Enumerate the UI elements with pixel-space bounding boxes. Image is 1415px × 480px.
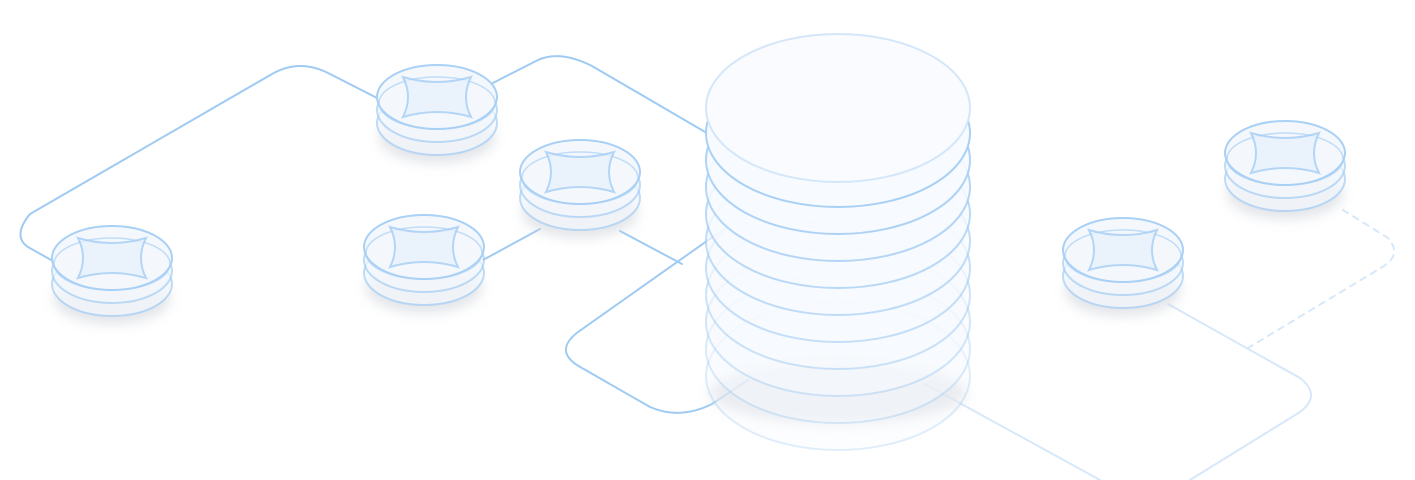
database-stack-icon bbox=[1224, 120, 1346, 219]
cylinder-top bbox=[705, 33, 971, 183]
disk-inner-rim bbox=[378, 76, 496, 130]
connector-line bbox=[565, 211, 749, 414]
disk-inner-rim bbox=[365, 226, 483, 280]
sparkle-icon bbox=[401, 75, 473, 119]
sparkle-icon bbox=[76, 236, 148, 280]
sparkle-icon bbox=[1087, 228, 1159, 272]
sparkle-icon bbox=[544, 150, 616, 194]
connector-line bbox=[1167, 303, 1312, 480]
connector-line bbox=[482, 228, 541, 261]
database-stack-icon bbox=[376, 64, 498, 163]
central-database-cylinder bbox=[705, 33, 971, 451]
disk-inner-rim bbox=[1064, 229, 1182, 283]
database-stack-icon bbox=[363, 214, 485, 313]
database-nodes bbox=[51, 64, 1346, 324]
disk-inner-rim bbox=[53, 237, 171, 291]
connector-line bbox=[1247, 209, 1395, 349]
disk-inner-rim bbox=[1226, 132, 1344, 186]
connector-line bbox=[482, 55, 713, 137]
sparkle-icon bbox=[1249, 131, 1321, 175]
sparkle-icon bbox=[388, 225, 460, 269]
connector-line bbox=[619, 230, 683, 265]
disk-inner-rim bbox=[521, 151, 639, 205]
database-stack-icon bbox=[1062, 217, 1184, 316]
database-stack-icon bbox=[51, 225, 173, 324]
database-stack-icon bbox=[519, 139, 641, 238]
connector-line bbox=[19, 65, 386, 266]
